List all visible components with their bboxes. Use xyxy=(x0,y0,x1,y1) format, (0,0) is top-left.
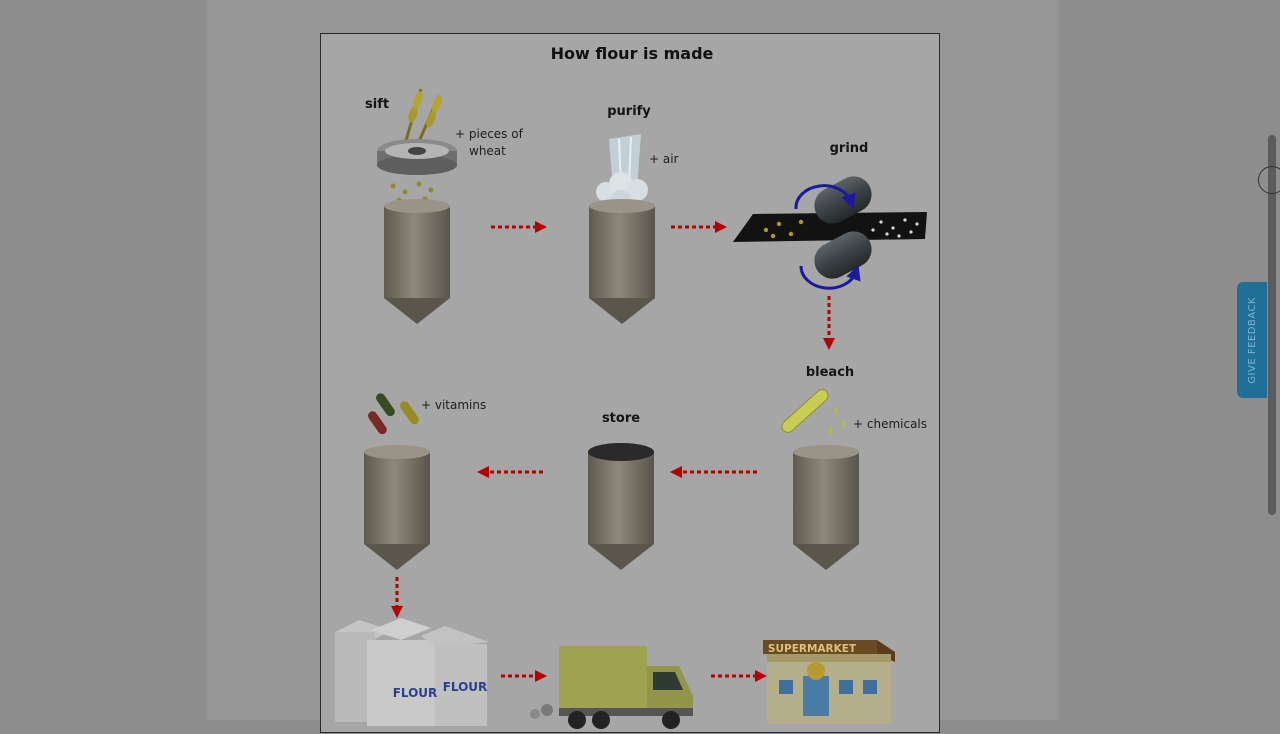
diagram-canvas: How flour is made sift + pieces of wheat xyxy=(335,44,927,729)
flour-bag-label-1: FLOUR xyxy=(393,686,438,700)
note-chemicals: + chemicals xyxy=(853,417,927,431)
supermarket-icon: SUPERMARKET xyxy=(763,640,895,724)
scrollbar[interactable] xyxy=(1268,135,1276,515)
stage-label-store: store xyxy=(602,411,640,426)
sieve-icon xyxy=(377,139,457,175)
stage-label-bleach: bleach xyxy=(806,365,854,380)
silo-bleach xyxy=(793,445,859,570)
scroll-position-icon[interactable] xyxy=(1258,166,1280,194)
wheat-stalks-icon xyxy=(403,88,443,147)
silo-store xyxy=(588,443,654,570)
stage-label-sift: sift xyxy=(365,97,389,112)
silo-purify xyxy=(589,199,655,324)
grinding-rollers-icon xyxy=(733,176,927,290)
flour-process-diagram: How flour is made sift + pieces of wheat xyxy=(320,33,940,733)
supermarket-sign: SUPERMARKET xyxy=(768,643,857,655)
note-pieces-of-wheat: + pieces of xyxy=(455,127,524,141)
give-feedback-button[interactable]: GIVE FEEDBACK xyxy=(1237,282,1267,398)
note-vitamins: + vitamins xyxy=(421,398,486,412)
stage-label-grind: grind xyxy=(830,141,869,156)
stage-label-purify: purify xyxy=(607,104,651,119)
delivery-truck-icon xyxy=(530,646,693,729)
diagram-title: How flour is made xyxy=(551,44,714,63)
silo-sift xyxy=(384,199,450,324)
air-stream-icon xyxy=(596,134,648,210)
silo-vitamins xyxy=(364,445,430,570)
test-tube-icon xyxy=(781,389,845,435)
flour-bags-icon: FLOUR FLOUR xyxy=(335,618,489,726)
note-wheat: wheat xyxy=(469,144,506,158)
note-air: + air xyxy=(649,152,679,166)
flour-bag-label-2: FLOUR xyxy=(443,680,488,694)
vitamin-capsules-icon xyxy=(368,393,419,435)
give-feedback-label: GIVE FEEDBACK xyxy=(1246,296,1258,384)
